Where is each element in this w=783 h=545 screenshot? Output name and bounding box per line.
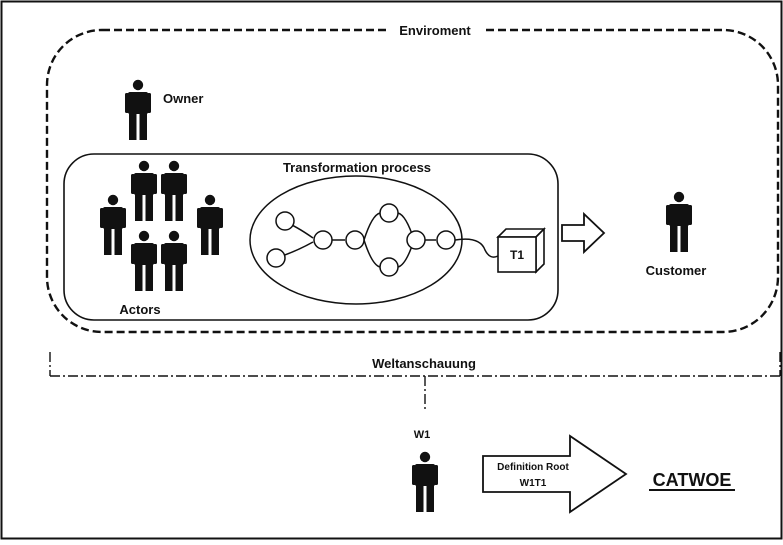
circle-node-icon: [266, 248, 286, 268]
environment-label: Enviroment: [399, 23, 471, 38]
circle-node-icon: [275, 211, 295, 231]
owner-person-icon: [125, 79, 151, 140]
block-arrow-icon: [561, 211, 606, 255]
actor-person-icon: [131, 160, 157, 221]
catwoe-label: CATWOE: [653, 470, 732, 490]
t1-label: T1: [510, 248, 524, 262]
actors-group: [100, 160, 223, 291]
cube-icon: [496, 227, 546, 274]
environment-label-bg: [388, 19, 482, 41]
customer-label: Customer: [646, 263, 707, 278]
owner-label: Owner: [163, 91, 203, 106]
actor-person-icon: [161, 160, 187, 221]
process-nodes: [266, 203, 456, 277]
circle-node-icon: [345, 230, 365, 250]
actor-person-icon: [100, 194, 126, 255]
weltanschauung-label: Weltanschauung: [372, 356, 476, 371]
definition-root-arrow: [482, 434, 628, 514]
actor-person-icon: [161, 230, 187, 291]
definition-root-label: Definition Root: [497, 462, 569, 473]
circle-node-icon: [379, 203, 399, 223]
customer-person-icon: [666, 191, 692, 252]
environment-boundary: [45, 28, 780, 334]
actor-person-icon: [131, 230, 157, 291]
circle-node-icon: [313, 230, 333, 250]
transformation-box: [63, 153, 559, 321]
w1-label: W1: [414, 429, 431, 441]
weltanschauung-label-bg: [355, 352, 493, 372]
actor-person-icon: [197, 194, 223, 255]
circle-node-icon: [406, 230, 426, 250]
transformation-label: Transformation process: [283, 160, 431, 175]
w1-person-icon: [412, 451, 438, 512]
circle-node-icon: [379, 257, 399, 277]
definition-root-formula: W1T1: [520, 478, 547, 489]
actors-label: Actors: [119, 302, 160, 317]
weltanschauung-brace: [49, 352, 781, 410]
process-ellipse: [249, 175, 463, 305]
circle-node-icon: [436, 230, 456, 250]
